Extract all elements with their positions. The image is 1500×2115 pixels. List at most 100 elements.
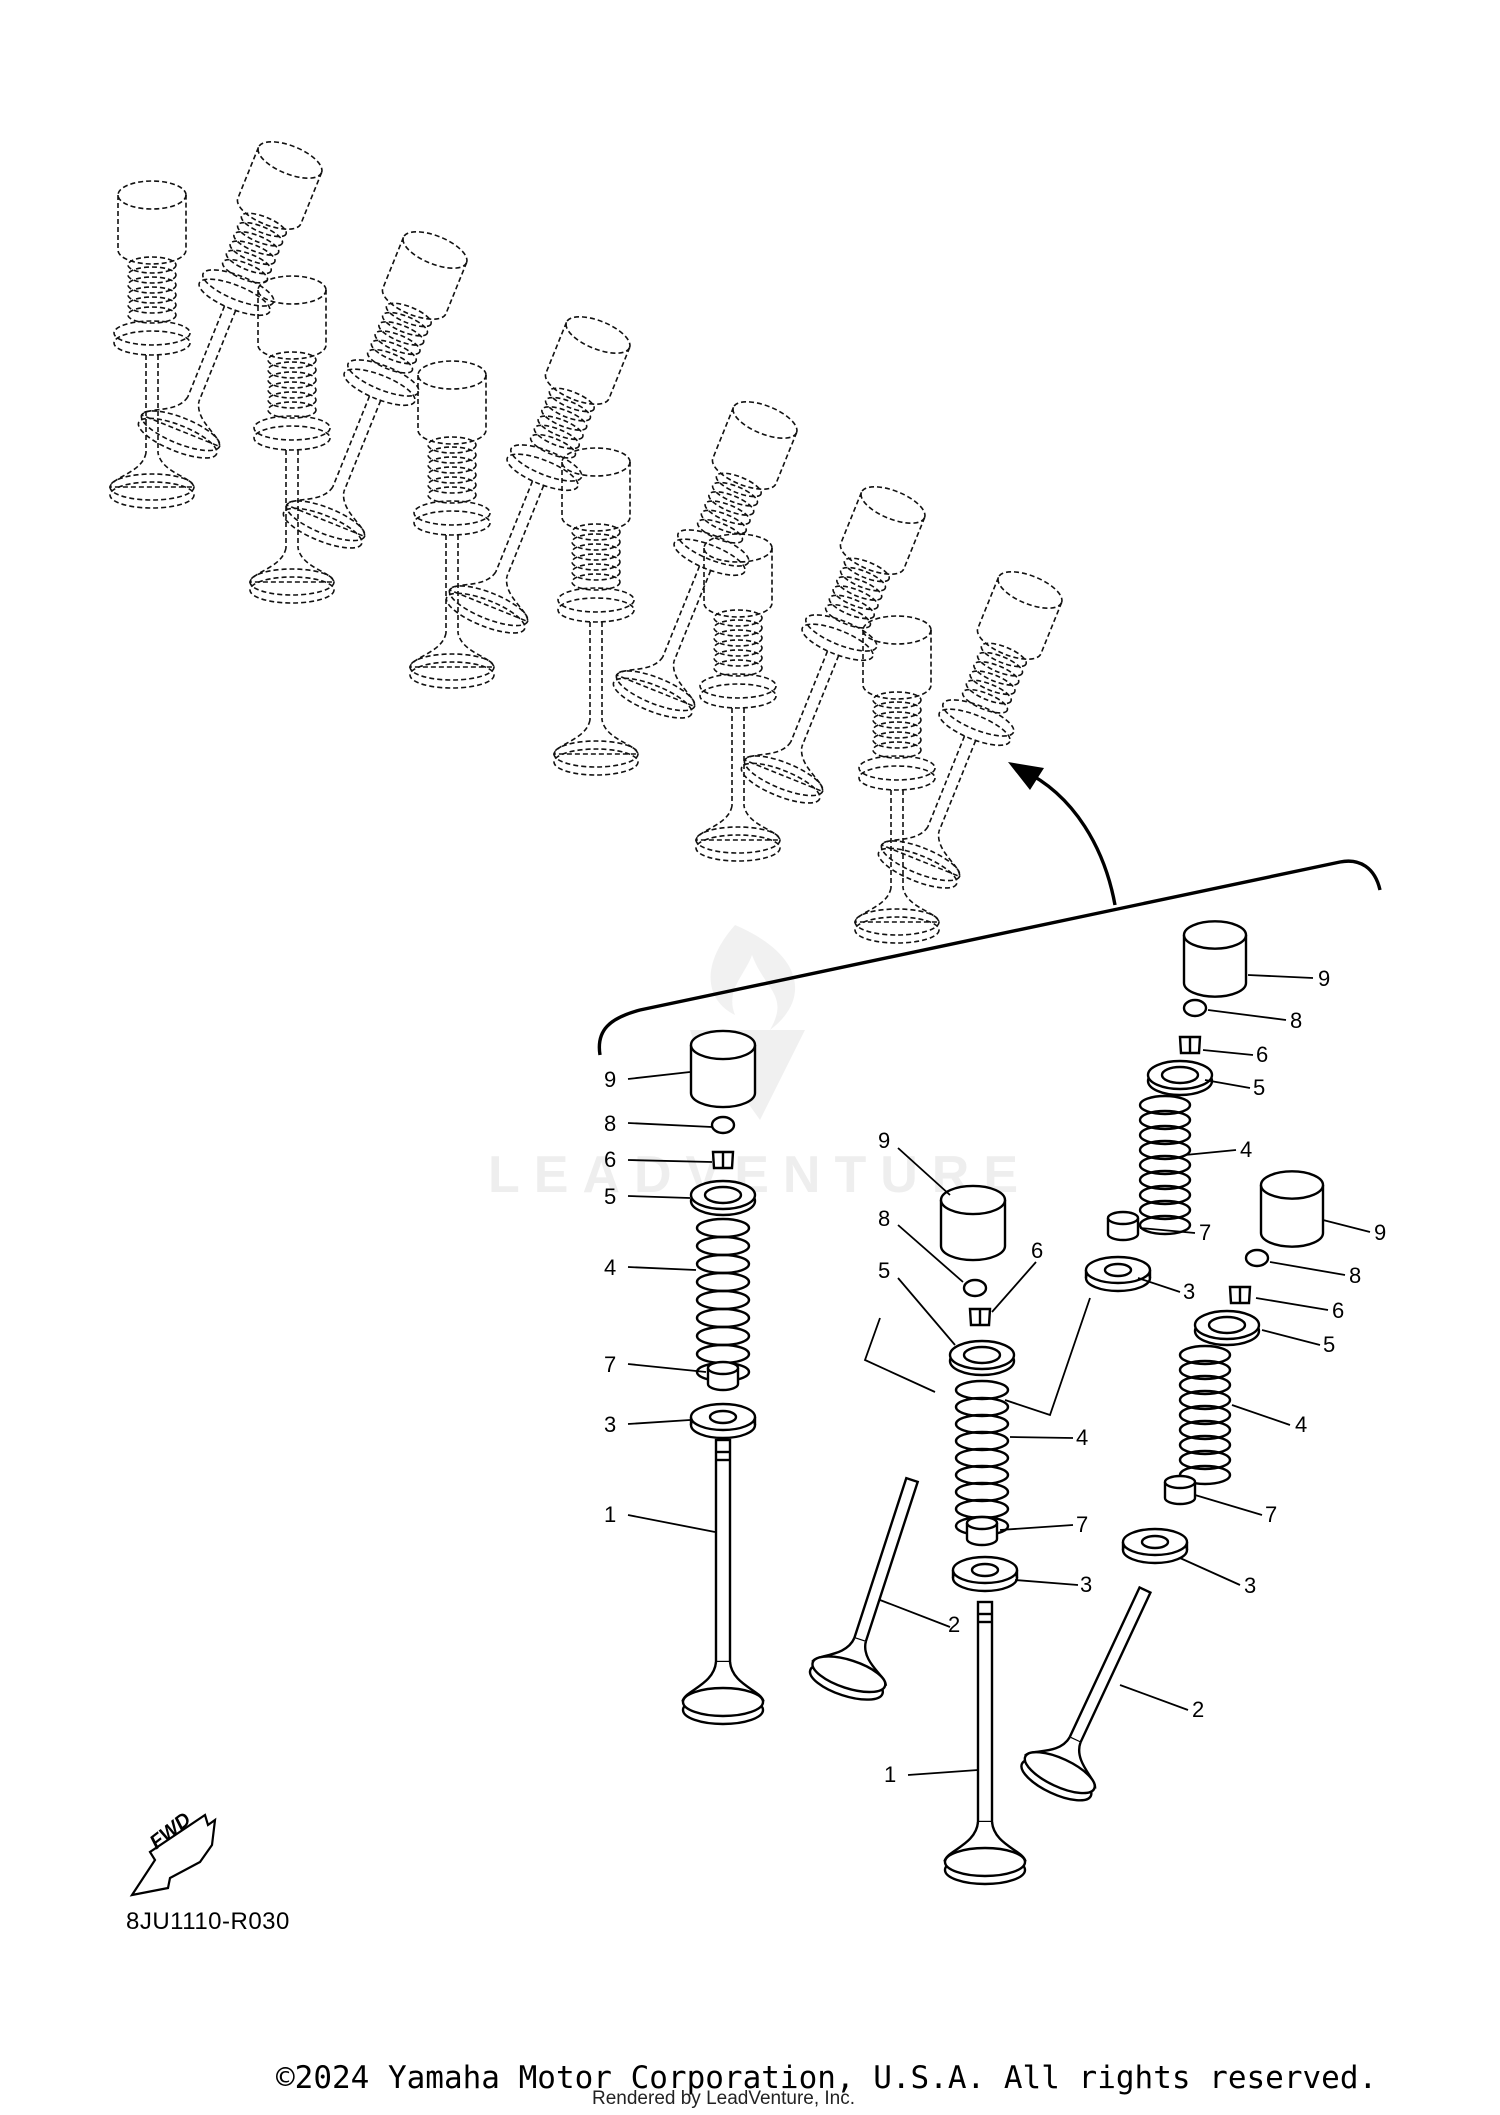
leader-line	[1261, 1329, 1321, 1346]
leader-line	[897, 1277, 956, 1346]
leader-line	[1269, 1261, 1346, 1276]
leader-line	[897, 1147, 951, 1196]
valve-cotter	[711, 1150, 735, 1170]
leader-line	[1179, 1557, 1241, 1586]
ghost-valve	[695, 533, 781, 862]
stem-seal	[706, 1360, 740, 1392]
callout-number: 8	[1349, 1263, 1361, 1288]
leader-line	[879, 1599, 951, 1628]
valve	[808, 1476, 920, 1701]
spring-retainer	[948, 1339, 1016, 1377]
ghost-valve	[854, 615, 940, 944]
leader-line	[1247, 974, 1314, 979]
arrow-head-icon	[1008, 762, 1044, 790]
fwd-arrow-icon	[129, 1813, 217, 1897]
callout-number: 6	[604, 1147, 616, 1172]
callout-number: 3	[1080, 1572, 1092, 1597]
valve	[1020, 1585, 1153, 1802]
ghost-valve	[409, 360, 495, 689]
valve	[681, 1438, 765, 1726]
callout-number: 2	[948, 1612, 960, 1637]
leader-line	[1255, 1297, 1329, 1311]
leader-line	[907, 1769, 979, 1776]
callout-number: 7	[1199, 1220, 1211, 1245]
valve-lifter-bucket	[939, 1184, 1007, 1262]
ghost-valve-overview	[109, 141, 1063, 944]
callout-number: 6	[1256, 1042, 1268, 1067]
callout-number: 7	[1076, 1512, 1088, 1537]
valve-parts	[681, 920, 1325, 1886]
callout-number: 9	[878, 1128, 890, 1153]
rendered-by-credit: Rendered by LeadVenture, Inc.	[592, 2088, 856, 2109]
valve-cotter	[1228, 1285, 1252, 1305]
leader-line	[1184, 1149, 1237, 1156]
callout-number: 8	[604, 1111, 616, 1136]
callout-number: 1	[604, 1502, 616, 1527]
leader-line	[999, 1524, 1074, 1531]
valve-pad-shim	[1182, 998, 1208, 1018]
leader-line	[991, 1261, 1037, 1313]
leader-line	[1137, 1277, 1181, 1293]
valve-lifter-bucket	[689, 1029, 757, 1109]
spring-retainer	[1193, 1309, 1261, 1347]
ghost-valve	[740, 486, 926, 804]
leader-line	[627, 1122, 713, 1128]
callout-number: 3	[604, 1412, 616, 1437]
leader-line	[1204, 1079, 1251, 1089]
valve-lifter-bucket	[1182, 920, 1248, 998]
callout-number: 1	[884, 1762, 896, 1787]
leader-line	[1207, 1009, 1287, 1021]
leader-line	[1014, 1579, 1079, 1586]
spring-seat	[951, 1555, 1019, 1593]
leader-line	[1009, 1436, 1074, 1439]
valve-spring	[954, 1379, 1010, 1537]
ghost-valve	[877, 571, 1063, 889]
valve-spring	[1178, 1344, 1232, 1486]
stem-seal	[965, 1515, 999, 1547]
callout-number: 5	[1323, 1332, 1335, 1357]
leader-line	[627, 1363, 707, 1373]
leader-line	[627, 1071, 691, 1080]
valve-spring	[695, 1217, 751, 1383]
callout-number: 2	[1192, 1697, 1204, 1722]
callout-number: 8	[878, 1206, 890, 1231]
leader-line	[1139, 1227, 1196, 1234]
callout-number: 6	[1031, 1238, 1043, 1263]
callout-number: 7	[1265, 1502, 1277, 1527]
ghost-valve	[445, 316, 631, 634]
leader-line	[627, 1266, 697, 1271]
ghost-valve	[553, 447, 639, 776]
group-indicator-line	[863, 1317, 936, 1393]
valve-cotter	[1178, 1035, 1202, 1055]
spring-retainer	[1146, 1059, 1214, 1097]
callout-number: 7	[604, 1352, 616, 1377]
leader-line	[627, 1514, 716, 1533]
stem-seal	[1163, 1474, 1197, 1506]
spring-seat	[689, 1402, 757, 1440]
leader-line	[897, 1224, 964, 1283]
valve-lifter-bucket	[1259, 1170, 1325, 1248]
callout-number: 9	[1374, 1220, 1386, 1245]
leader-line	[627, 1159, 713, 1163]
callout-number: 5	[604, 1184, 616, 1209]
leader-line	[1194, 1494, 1263, 1516]
group-bracket	[597, 762, 1382, 1056]
leader-line	[627, 1419, 691, 1425]
leader-line	[1231, 1404, 1291, 1426]
leader-lines	[627, 974, 1371, 1776]
ghost-valve	[612, 401, 798, 719]
copyright-notice: ©2024 Yamaha Motor Corporation, U.S.A. A…	[276, 2060, 1378, 2096]
spring-seat	[1084, 1255, 1152, 1293]
spring-seat	[1121, 1527, 1189, 1565]
valve-spring	[1138, 1094, 1192, 1236]
valve	[943, 1600, 1027, 1886]
callout-number: 4	[1240, 1137, 1252, 1162]
callout-number: 3	[1244, 1573, 1256, 1598]
ghost-valve	[109, 180, 195, 509]
leader-line	[1202, 1049, 1254, 1056]
stem-seal	[1106, 1210, 1140, 1242]
ghost-valve	[282, 231, 468, 549]
callout-number: 3	[1183, 1279, 1195, 1304]
leader-line	[1119, 1684, 1189, 1711]
